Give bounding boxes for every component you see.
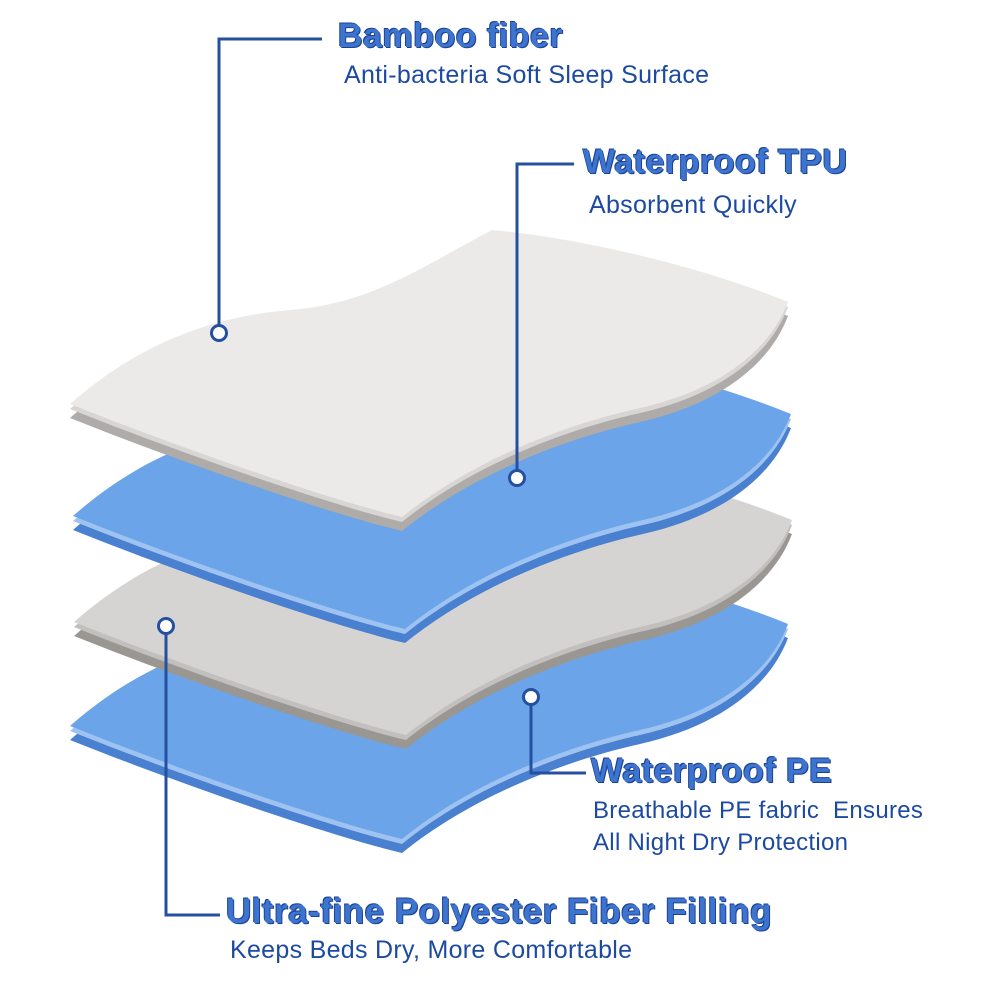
waterproof-pe-subtitle-line2: All Night Dry Protection bbox=[593, 829, 849, 856]
pe-callout-line bbox=[529, 705, 586, 775]
waterproof-tpu-subtitle: Absorbent Quickly bbox=[589, 191, 797, 219]
waterproof-pe-title: Waterproof PE bbox=[591, 752, 833, 790]
polyester-filling-subtitle: Keeps Beds Dry, More Comfortable bbox=[230, 936, 633, 964]
polyester-filling-title: Ultra-fine Polyester Fiber Filling bbox=[226, 892, 772, 931]
bamboo-fiber-title: Bamboo fiber bbox=[338, 17, 564, 55]
filling-callout-line bbox=[164, 634, 220, 917]
filling-callout-marker bbox=[157, 617, 175, 635]
waterproof-tpu-title: Waterproof TPU bbox=[583, 143, 848, 181]
waterproof-pe-subtitle-line1: Breathable PE fabric Ensures bbox=[593, 797, 924, 824]
bamboo-fiber-subtitle: Anti-bacteria Soft Sleep Surface bbox=[344, 61, 710, 89]
pe-callout-marker bbox=[522, 688, 540, 706]
tpu-callout-line bbox=[515, 162, 574, 470]
tpu-callout-marker bbox=[508, 469, 526, 487]
bamboo-callout-marker bbox=[210, 324, 228, 342]
bamboo-callout-line bbox=[217, 37, 322, 325]
